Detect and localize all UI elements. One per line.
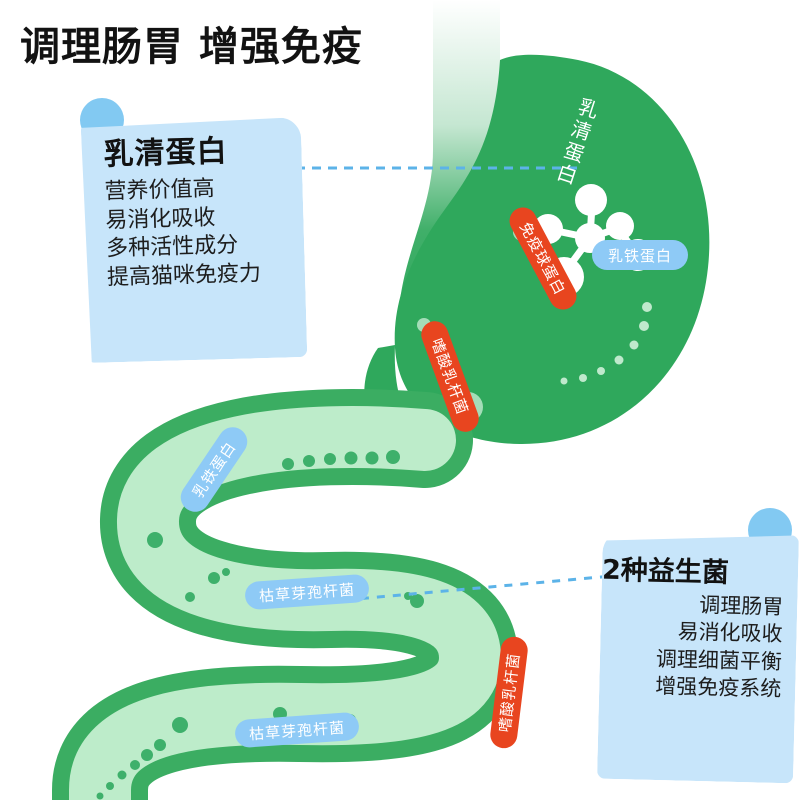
- callout-probiotics: 2种益生菌 调理肠胃 易消化吸收 调理细菌平衡 增强免疫系统: [597, 531, 799, 784]
- callout-whey-protein: 乳清蛋白 营养价值高 易消化吸收 多种活性成分 提高猫咪免疫力: [81, 117, 308, 363]
- callout-right-line-4: 增强免疫系统: [654, 673, 782, 701]
- connector-line-right: [344, 574, 613, 602]
- intestine-bacteria-dots: [96, 450, 424, 800]
- page-title: 调理肠胃 增强免疫: [20, 24, 363, 70]
- stomach-dot-arc: [560, 302, 652, 385]
- callout-left-line-4: 提高猫咪免疫力: [106, 260, 262, 291]
- callout-right-lines: 调理肠胃 易消化吸收 调理细菌平衡 增强免疫系统: [599, 586, 798, 704]
- callout-left-lines: 营养价值高 易消化吸收 多种活性成分 提高猫咪免疫力: [82, 167, 305, 293]
- tag-lactoferrin-stomach: 乳铁蛋白: [592, 240, 688, 270]
- callout-connector-lines: [296, 166, 613, 602]
